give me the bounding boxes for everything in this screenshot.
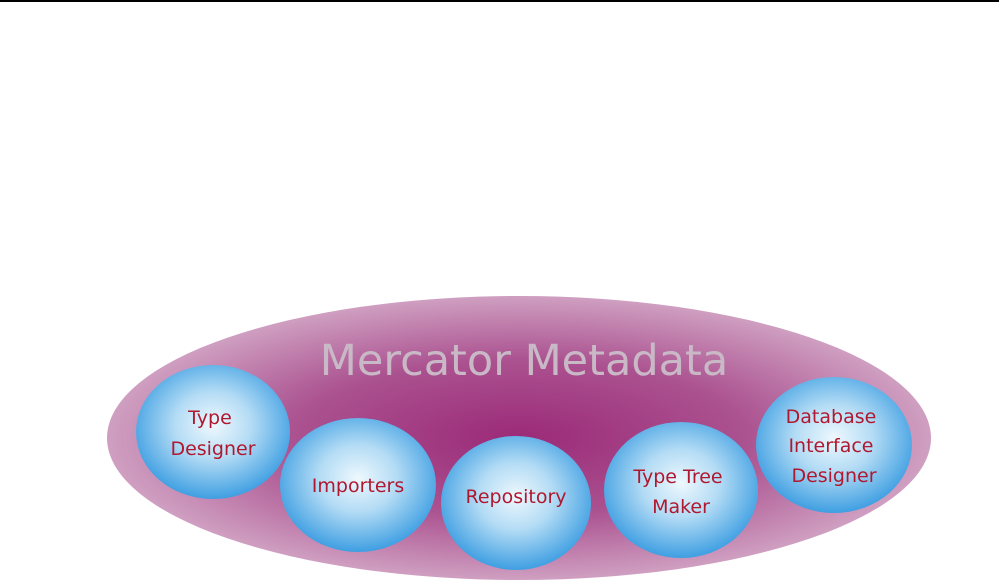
label-line: Repository [465, 486, 566, 508]
component-label: Type Designer [170, 407, 255, 460]
component-label: Type Tree Maker [632, 466, 728, 518]
component-importers: Importers [280, 418, 436, 552]
component-label: Repository [465, 486, 566, 508]
label-line: Designer [791, 465, 876, 487]
component-label: Importers [312, 475, 404, 497]
component-bubble [441, 436, 591, 570]
label-line: Interface [788, 435, 873, 457]
diagram-title: Mercator Metadata [320, 336, 728, 386]
label-line: Type Tree [632, 466, 722, 488]
component-bubble [604, 422, 758, 558]
component-database-interface-designer: Database Interface Designer [756, 377, 912, 513]
label-line: Maker [652, 496, 710, 518]
component-type-designer: Type Designer [136, 365, 290, 499]
component-bubble [756, 377, 912, 513]
label-line: Type [187, 407, 232, 429]
label-line: Importers [312, 475, 404, 497]
component-repository: Repository [441, 436, 591, 570]
label-line: Database [786, 406, 877, 428]
component-bubble [280, 418, 436, 552]
top-rule [0, 0, 999, 2]
component-bubble [136, 365, 290, 499]
component-label: Database Interface Designer [786, 406, 883, 487]
label-line: Designer [170, 438, 255, 460]
component-type-tree-maker: Type Tree Maker [604, 422, 758, 558]
